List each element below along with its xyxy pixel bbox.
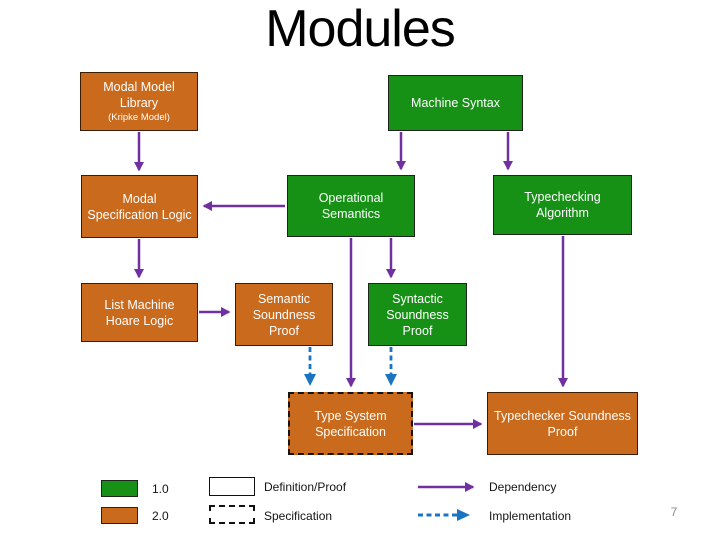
legend-dependency-label: Dependency [489,480,557,494]
node-syntactic-soundness-proof: Syntactic Soundness Proof [368,283,467,346]
page-number: 7 [670,505,678,519]
node-machine-syntax: Machine Syntax [388,75,523,131]
legend-solid-box-label: Definition/Proof [264,480,347,494]
node-label: Syntactic Soundness Proof [386,291,449,338]
slide-title: Modules [265,0,456,58]
node-label: Typechecking Algorithm [524,190,601,220]
node-label: Semantic Soundness Proof [252,291,316,338]
node-operational-semantics: Operational Semantics [287,175,415,237]
node-modal-model-library: Modal Model Library (Kripke Model) [80,72,198,131]
dependency-arrow-icon [418,482,475,492]
node-label: List Machine Hoare Logic [104,297,175,328]
legend-green-swatch [101,480,138,497]
legend-orange-swatch [101,507,138,524]
node-typechecker-soundness-proof: Typechecker Soundness Proof [487,392,638,455]
node-sublabel: (Kripke Model) [108,111,170,123]
node-list-machine-hoare-logic: List Machine Hoare Logic [81,283,198,342]
legend-green-version-label: 1.0 [152,482,169,496]
legend-solid-box-icon [209,477,255,496]
node-label: Modal Specification Logic [87,191,192,222]
node-label: Modal Model Library [103,79,175,110]
legend-implementation-label: Implementation [489,509,572,523]
node-label: Operational Semantics [318,191,384,221]
legend-dashed-box-icon [209,505,255,524]
node-semantic-soundness-proof: Semantic Soundness Proof [235,283,333,346]
node-label: Machine Syntax [411,96,500,110]
node-modal-specification-logic: Modal Specification Logic [81,175,198,238]
node-typechecking-algorithm: Typechecking Algorithm [493,175,632,235]
node-type-system-specification: Type System Specification [288,392,413,455]
legend-orange-version-label: 2.0 [152,509,169,523]
legend-dashed-box-label: Specification [264,509,333,523]
node-label: Type System Specification [314,408,387,439]
node-label: Typechecker Soundness Proof [494,408,631,439]
implementation-arrow-icon [418,509,470,521]
